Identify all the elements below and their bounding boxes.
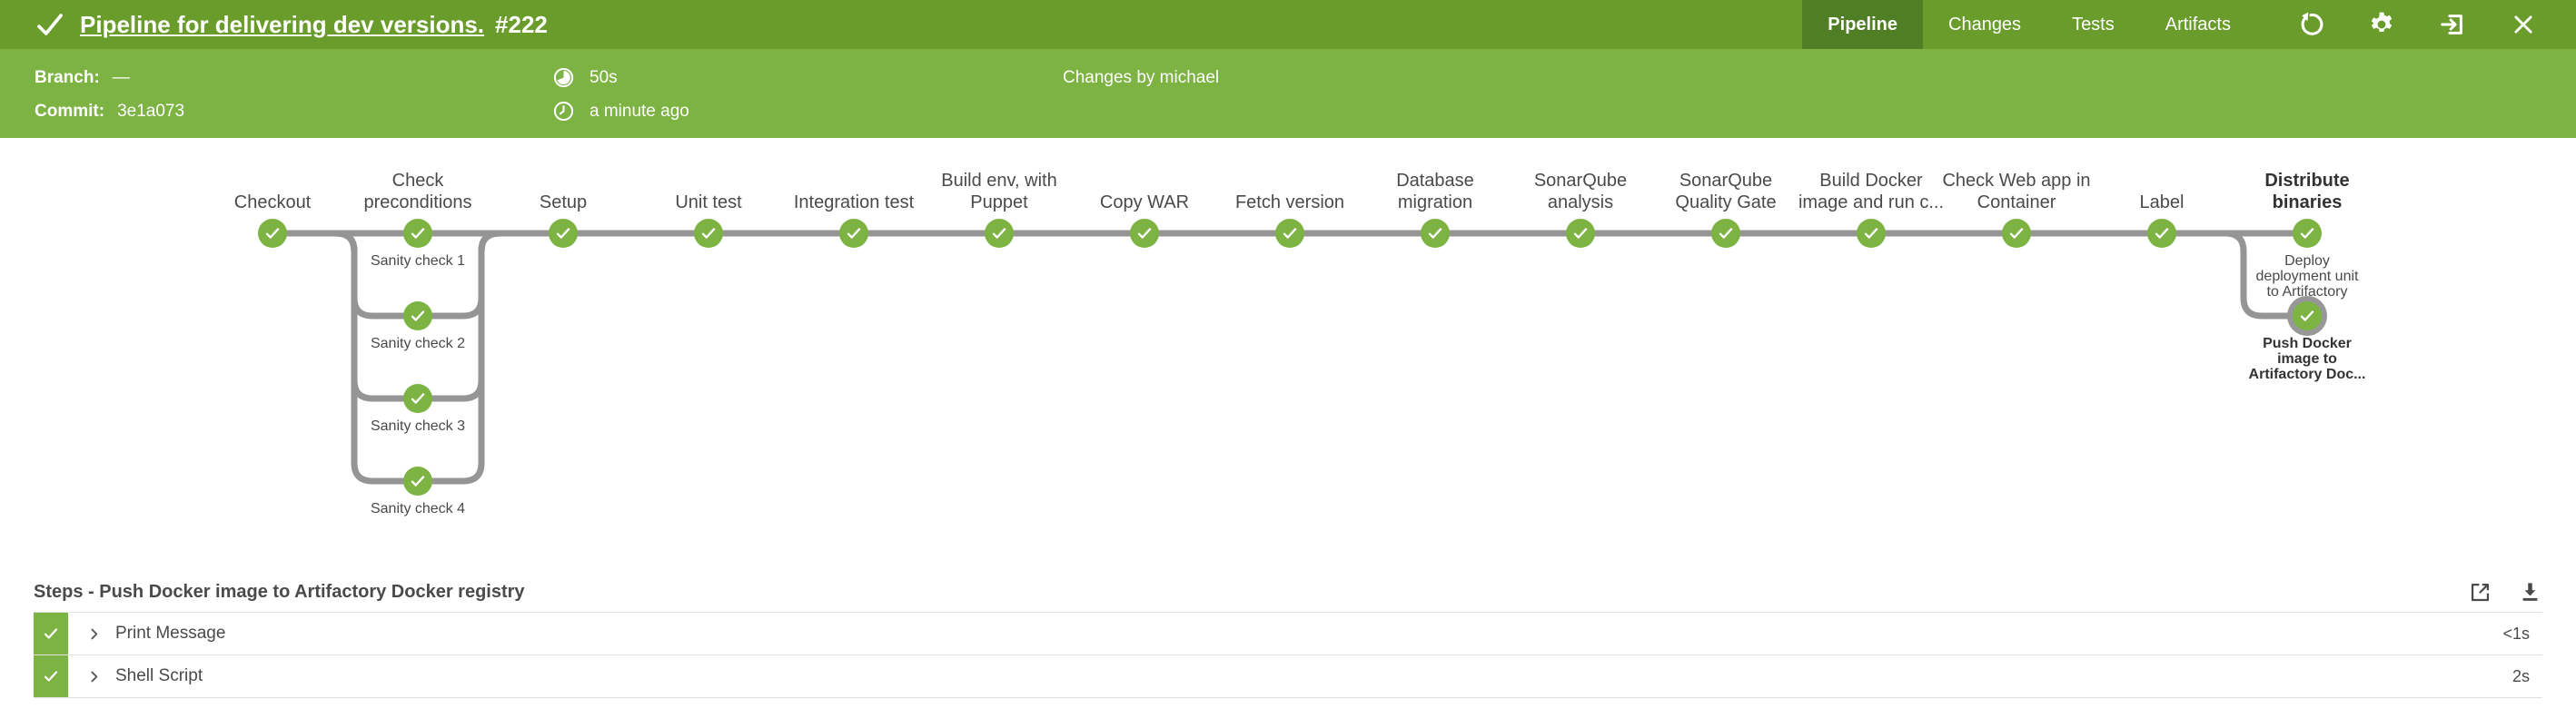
stage-label-integration-test: Integration test bbox=[793, 192, 915, 212]
node-sanity-check-1[interactable] bbox=[403, 219, 432, 248]
run-tabs: Pipeline Changes Tests Artifacts bbox=[1802, 0, 2256, 49]
stage-label-fetch-version: Fetch version bbox=[1234, 192, 1345, 212]
stage-label-distribute-binaries: Distribute binaries bbox=[2264, 171, 2350, 212]
node-build-docker-image[interactable] bbox=[1857, 219, 1886, 248]
run-number: #222 bbox=[495, 10, 548, 38]
stage-label-unit-test: Unit test bbox=[675, 192, 742, 212]
node-check-web-app[interactable] bbox=[2002, 219, 2031, 248]
commit-value: 3e1a073 bbox=[117, 101, 185, 121]
node-sanity-check-3[interactable] bbox=[403, 384, 432, 413]
branch-label-sanity-check-1: Sanity check 1 bbox=[370, 253, 466, 269]
run-title-area: Pipeline for delivering dev versions. #2… bbox=[0, 0, 1802, 49]
settings-gear-icon[interactable] bbox=[2367, 10, 2396, 39]
node-sanity-check-2[interactable] bbox=[403, 301, 432, 330]
tab-pipeline[interactable]: Pipeline bbox=[1802, 0, 1923, 49]
branch-value: — bbox=[112, 67, 130, 87]
node-sanity-check-4[interactable] bbox=[403, 467, 432, 496]
commit-label: Commit: bbox=[35, 101, 105, 121]
rerun-icon[interactable] bbox=[2296, 10, 2325, 39]
stage-label-label: Label bbox=[2139, 192, 2185, 212]
timing-column: 50s a minute ago bbox=[552, 61, 689, 128]
node-database-migration[interactable] bbox=[1421, 219, 1450, 248]
stage-label-database-migration: Database migration bbox=[1396, 171, 1474, 212]
step-success-check-icon bbox=[34, 655, 68, 697]
stage-label-build-env: Build env, with Puppet bbox=[941, 171, 1057, 212]
go-to-classic-icon[interactable] bbox=[2438, 10, 2467, 39]
node-setup[interactable] bbox=[549, 219, 578, 248]
node-copy-war[interactable] bbox=[1130, 219, 1159, 248]
stage-label-sonarqube-quality-gate: SonarQube Quality Gate bbox=[1675, 171, 1777, 212]
step-label: Shell Script bbox=[115, 666, 203, 685]
step-row-print-message[interactable]: Print Message <1s bbox=[34, 612, 2542, 654]
header-actions bbox=[2256, 0, 2576, 49]
steps-section: Steps - Push Docker image to Artifactory… bbox=[34, 572, 2542, 698]
tab-changes[interactable]: Changes bbox=[1948, 14, 2022, 34]
steps-actions bbox=[2468, 580, 2542, 605]
node-label[interactable] bbox=[2147, 219, 2176, 248]
step-rows: Print Message <1s Shell Script 2s bbox=[34, 612, 2542, 698]
stage-label-sonarqube-analysis: SonarQube analysis bbox=[1533, 171, 1628, 212]
branch-label: Branch: bbox=[35, 67, 100, 87]
node-sonarqube-analysis[interactable] bbox=[1566, 219, 1595, 248]
stage-label-build-docker-image: Build Docker image and run c... bbox=[1798, 171, 1945, 212]
chevron-right-icon[interactable] bbox=[84, 667, 103, 685]
node-build-env[interactable] bbox=[985, 219, 1014, 248]
run-header-bar: Pipeline for delivering dev versions. #2… bbox=[0, 0, 2576, 49]
step-main: Shell Script bbox=[68, 655, 2512, 697]
node-sonarqube-quality-gate[interactable] bbox=[1711, 219, 1740, 248]
node-push-docker-image-selected[interactable] bbox=[2293, 301, 2322, 330]
step-main: Print Message bbox=[68, 613, 2502, 654]
node-fetch-version[interactable] bbox=[1275, 219, 1304, 248]
node-integration-test[interactable] bbox=[839, 219, 868, 248]
chevron-right-icon[interactable] bbox=[84, 625, 103, 643]
step-duration: 2s bbox=[2512, 666, 2530, 685]
branch-label-sanity-check-3: Sanity check 3 bbox=[370, 418, 466, 434]
run-duration: 50s bbox=[590, 67, 618, 87]
run-time-ago: a minute ago bbox=[590, 101, 689, 121]
pipeline-graph: Checkout Check preconditions Setup Unit … bbox=[0, 138, 2576, 565]
branch-label-push-docker-image: Push Docker image to Artifactory Doc... bbox=[2248, 336, 2366, 382]
node-deploy-to-artifactory[interactable] bbox=[2293, 219, 2322, 248]
open-logs-external-link-icon[interactable] bbox=[2468, 580, 2492, 605]
changes-column: Changes by michael bbox=[1063, 61, 1219, 94]
node-unit-test[interactable] bbox=[694, 219, 723, 248]
duration-pie-icon bbox=[552, 66, 575, 89]
changes-author: Changes by michael bbox=[1063, 67, 1220, 87]
step-success-check-icon bbox=[34, 613, 68, 654]
run-details-bar: Branch: — Commit: 3e1a073 50s a minute a… bbox=[0, 49, 2576, 138]
stage-label-check-web-app: Check Web app in Container bbox=[1942, 171, 2091, 212]
tab-artifacts[interactable]: Artifacts bbox=[2165, 14, 2231, 34]
clock-icon bbox=[552, 100, 575, 123]
download-logs-icon[interactable] bbox=[2518, 580, 2542, 605]
stage-label-setup: Setup bbox=[539, 192, 588, 212]
stage-label-checkout: Checkout bbox=[233, 192, 312, 212]
close-icon[interactable] bbox=[2509, 10, 2538, 39]
branch-label-sanity-check-2: Sanity check 2 bbox=[370, 336, 466, 351]
stage-label-copy-war: Copy WAR bbox=[1099, 192, 1190, 212]
step-label: Print Message bbox=[115, 624, 226, 643]
pipeline-title-link[interactable]: Pipeline for delivering dev versions. bbox=[80, 10, 485, 38]
steps-title: Steps - Push Docker image to Artifactory… bbox=[34, 581, 525, 602]
node-checkout[interactable] bbox=[258, 219, 287, 248]
steps-header: Steps - Push Docker image to Artifactory… bbox=[34, 572, 2542, 612]
step-row-shell-script[interactable]: Shell Script 2s bbox=[34, 654, 2542, 697]
branch-label-sanity-check-4: Sanity check 4 bbox=[370, 501, 466, 516]
tab-tests[interactable]: Tests bbox=[2072, 14, 2115, 34]
step-duration: <1s bbox=[2502, 624, 2530, 643]
branch-label-deploy-to-artifactory: Deploy deployment unit to Artifactory bbox=[2255, 253, 2359, 300]
branch-commit-column: Branch: — Commit: 3e1a073 bbox=[35, 61, 184, 128]
stage-label-check-preconditions: Check preconditions bbox=[363, 171, 472, 212]
run-success-check-icon bbox=[35, 9, 65, 40]
